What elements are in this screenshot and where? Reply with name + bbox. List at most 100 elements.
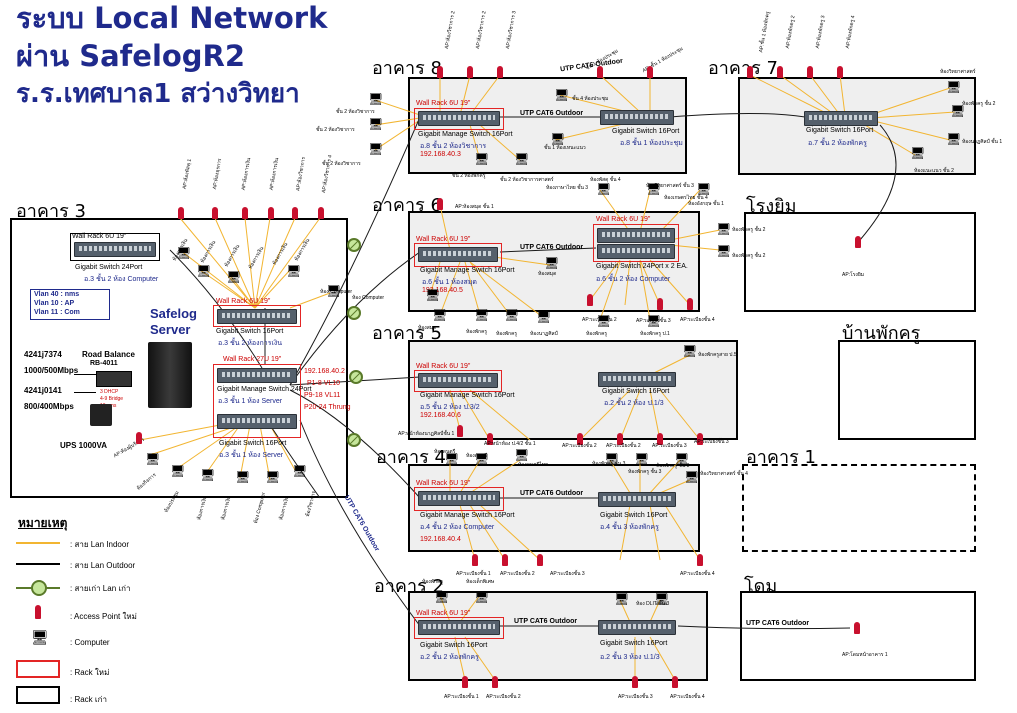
b2-sw1-label: Gigabit Switch 16Port (420, 642, 488, 649)
computer-icon: 🖥 (474, 590, 490, 604)
computer-icon: 🖥 (910, 146, 926, 160)
vlan-box (30, 289, 110, 320)
b2-ap-2: AP:ระเบียงชั้น 2 (486, 694, 521, 700)
ap-icon (854, 622, 860, 634)
b5-sw2-label: Gigabit Switch 16Port (602, 388, 670, 395)
b3-port3: P20-24 Thrung (304, 404, 351, 411)
legend-computer-icon: 🖥 (31, 629, 49, 645)
computer-icon: 🖥 (265, 470, 281, 484)
ap-icon (672, 676, 678, 688)
b3-managesw-label: Gigabit Manage Switch 24Port (217, 386, 312, 393)
legend-rack-old-swatch (16, 686, 60, 704)
b6-ap-bottom-2: AP:ระเบียงชั้น 3 (636, 318, 671, 324)
b3-rack-old (70, 233, 160, 261)
computer-icon: 🖥 (425, 288, 441, 302)
building-7-box (738, 77, 976, 175)
vlan-3: Vlan 11 : Com (34, 309, 80, 316)
b3-manage-switch (217, 368, 297, 383)
legend-ap: : Access Point ใหม่ (70, 612, 137, 621)
legend-rack-new: : Rack ใหม่ (70, 668, 110, 677)
ap-icon (537, 554, 543, 566)
router-icon (96, 371, 132, 387)
computer-icon: 🖥 (326, 284, 342, 298)
computer-icon: 🖥 (646, 182, 662, 196)
b6-pc-right-1: ห้องพักครู ชั้น 2 (732, 227, 766, 233)
b6-pc-top-4: ห้องเกษตรไทย ชั้น 4 (664, 195, 708, 201)
b5-sw1-label: Gigabit Manage Switch 16Port (420, 392, 515, 399)
computer-icon: 🖥 (614, 592, 630, 606)
b8-rack (414, 108, 504, 130)
b5-ap-5: AP:ระเบียงชั้น 3 (652, 443, 687, 449)
computer-icon: 🖥 (196, 264, 212, 278)
computer-icon: 🖥 (716, 244, 732, 258)
b8-rack-label: Wall Rack 6U 19" (416, 100, 471, 107)
b5-rack-label: Wall Rack 6U 19" (416, 363, 471, 370)
dome-box (740, 591, 976, 681)
b8-sw2-label: Gigabit Switch 16Port (612, 128, 680, 135)
ap-icon (777, 66, 783, 78)
server-tower-icon (148, 342, 192, 408)
ap-icon (502, 554, 508, 566)
ap-icon (577, 433, 583, 445)
gym-ap-label: AP:โรงยิม (842, 272, 865, 278)
building-4-label: อาคาร 4 (376, 447, 446, 468)
legend-indoor: : สาย Lan Indoor (70, 540, 129, 549)
b6-pc-top-3: ห้องวิทยาศาสตร์ ชั้น 3 (646, 183, 694, 189)
b3-sw16a-loc: อ.3 ชั้น 2 ห้องการเงิน (218, 340, 283, 347)
b2-sw2-label: Gigabit Switch 16Port (600, 640, 668, 647)
ap-icon (212, 207, 218, 219)
b5-sw2-loc: อ.2 ชั้น 2 ห้อง ป.1/3 (604, 400, 664, 407)
computer-icon: 🖥 (946, 132, 962, 146)
ap-icon (437, 66, 443, 78)
title-line2: ผ่าน SafelogR2 (16, 39, 246, 73)
b3-switch-24 (74, 242, 156, 257)
b5-switch-manage (418, 373, 498, 388)
b6-rack1-label: Wall Rack 6U 19" (416, 236, 471, 243)
computer-icon: 🖥 (950, 104, 966, 118)
computer-icon: 🖥 (434, 590, 450, 604)
b6-sw2-label: Gigabit Switch 24Port x 2 EA. (596, 263, 688, 270)
ups-label: UPS 1000VA (60, 441, 107, 450)
building-3-box (10, 218, 348, 498)
ap-icon (492, 676, 498, 688)
b6-pc-bottom-5: ห้องพักครู (586, 331, 608, 337)
b5-rack (414, 370, 502, 392)
computer-icon: 🖥 (596, 314, 612, 328)
b6-pc-bottom-3: ห้องพักครู (496, 331, 518, 337)
computer-icon: 🖥 (170, 464, 186, 478)
b2-ap-1: AP:ระเบียงชั้น 1 (444, 694, 479, 700)
computer-icon: 🖥 (235, 470, 251, 484)
computer-icon: 🖥 (682, 344, 698, 358)
b6-pc-bottom-2: ห้องพักครู (466, 329, 488, 335)
isp-wire-2 (74, 392, 96, 393)
ap-icon (472, 554, 478, 566)
dome-ap-label: AP:โดมหน้าอาคาร 1 (842, 652, 888, 658)
legend-old-icon (31, 580, 47, 596)
b5-ap-4: AP:ระเบียงชั้น 2 (606, 443, 641, 449)
b7-pc-3: ห้องนาฏศิลป์ ชั้น 1 (962, 139, 1003, 145)
b6-switch-manage (418, 247, 498, 262)
building-4-box (408, 464, 700, 552)
b6-pc-top-5: ห้องอังกฤษ ชั้น 1 (688, 201, 724, 207)
computer-icon: 🖥 (684, 470, 700, 484)
legend-computer: : Computer (70, 638, 110, 647)
b6-pc-right-2: ห้องพักครู ชั้น 2 (732, 253, 766, 259)
computer-icon: 🖥 (368, 92, 384, 106)
b8-switch-16 (600, 110, 674, 125)
b2-sw1-loc: อ.2 ชั้น 2 ห้องพักครู (420, 654, 479, 661)
b3-rack-27u (213, 364, 301, 438)
computer-icon: 🖥 (654, 592, 670, 606)
legend-rack-new-swatch (16, 660, 60, 678)
b6-rack-2 (593, 224, 679, 262)
b2-pc-1: ห้องพักครู (422, 579, 444, 585)
b2-switch-16a (418, 620, 500, 635)
legend-rack-old: : Rack เก่า (70, 695, 107, 704)
b7-pc-2: ห้องพักครู ชั้น 2 (962, 101, 996, 107)
b6-ap-bottom-3: AP:ระเบียงชั้น 4 (680, 317, 715, 323)
b2-pc-2: ห้องเด็กพิเศษ (466, 579, 495, 585)
ap-icon (242, 207, 248, 219)
b8-pc-left-2: ชั้น 2 ห้องวิชาการ (316, 127, 355, 133)
b3-sw16b-label: Gigabit Switch 16Port (219, 440, 287, 447)
b4-sw1-loc: อ.4 ชั้น 2 ห้อง Computer (420, 524, 495, 531)
b4-ap-2: AP:ระเบียงชั้น 2 (500, 571, 535, 577)
